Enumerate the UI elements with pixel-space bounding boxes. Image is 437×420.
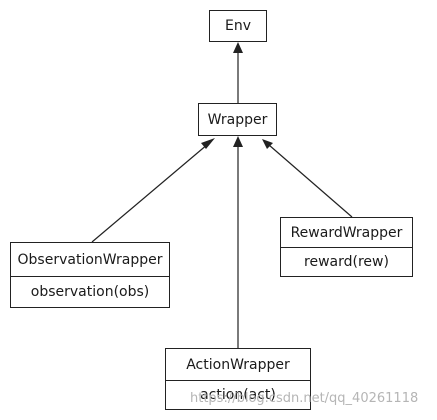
observation-wrapper-class-name: ObservationWrapper xyxy=(17,251,163,268)
arrowhead-reward xyxy=(262,139,273,149)
action-wrapper-class-name: ActionWrapper xyxy=(186,356,290,373)
env-class-name: Env xyxy=(224,18,251,34)
edge-reward-to-wrapper xyxy=(268,144,353,218)
arrowhead-action xyxy=(233,136,243,147)
reward-wrapper-class-box: RewardWrapper reward(rew) xyxy=(280,217,413,277)
edge-observation-to-wrapper xyxy=(91,143,209,243)
arrowhead-env xyxy=(233,42,243,53)
action-wrapper-class-box: ActionWrapper action(act) xyxy=(165,348,311,410)
observation-wrapper-method: observation(obs) xyxy=(11,276,169,307)
wrapper-class-name: Wrapper xyxy=(207,111,268,128)
observation-wrapper-class-box: ObservationWrapper observation(obs) xyxy=(10,242,170,308)
wrapper-class-box: Wrapper xyxy=(198,103,277,136)
arrowhead-observation xyxy=(201,138,215,149)
env-class-box: Env xyxy=(209,10,267,42)
action-wrapper-method: action(act) xyxy=(166,380,310,409)
reward-wrapper-class-name: RewardWrapper xyxy=(290,224,403,241)
reward-wrapper-method: reward(rew) xyxy=(281,247,412,276)
